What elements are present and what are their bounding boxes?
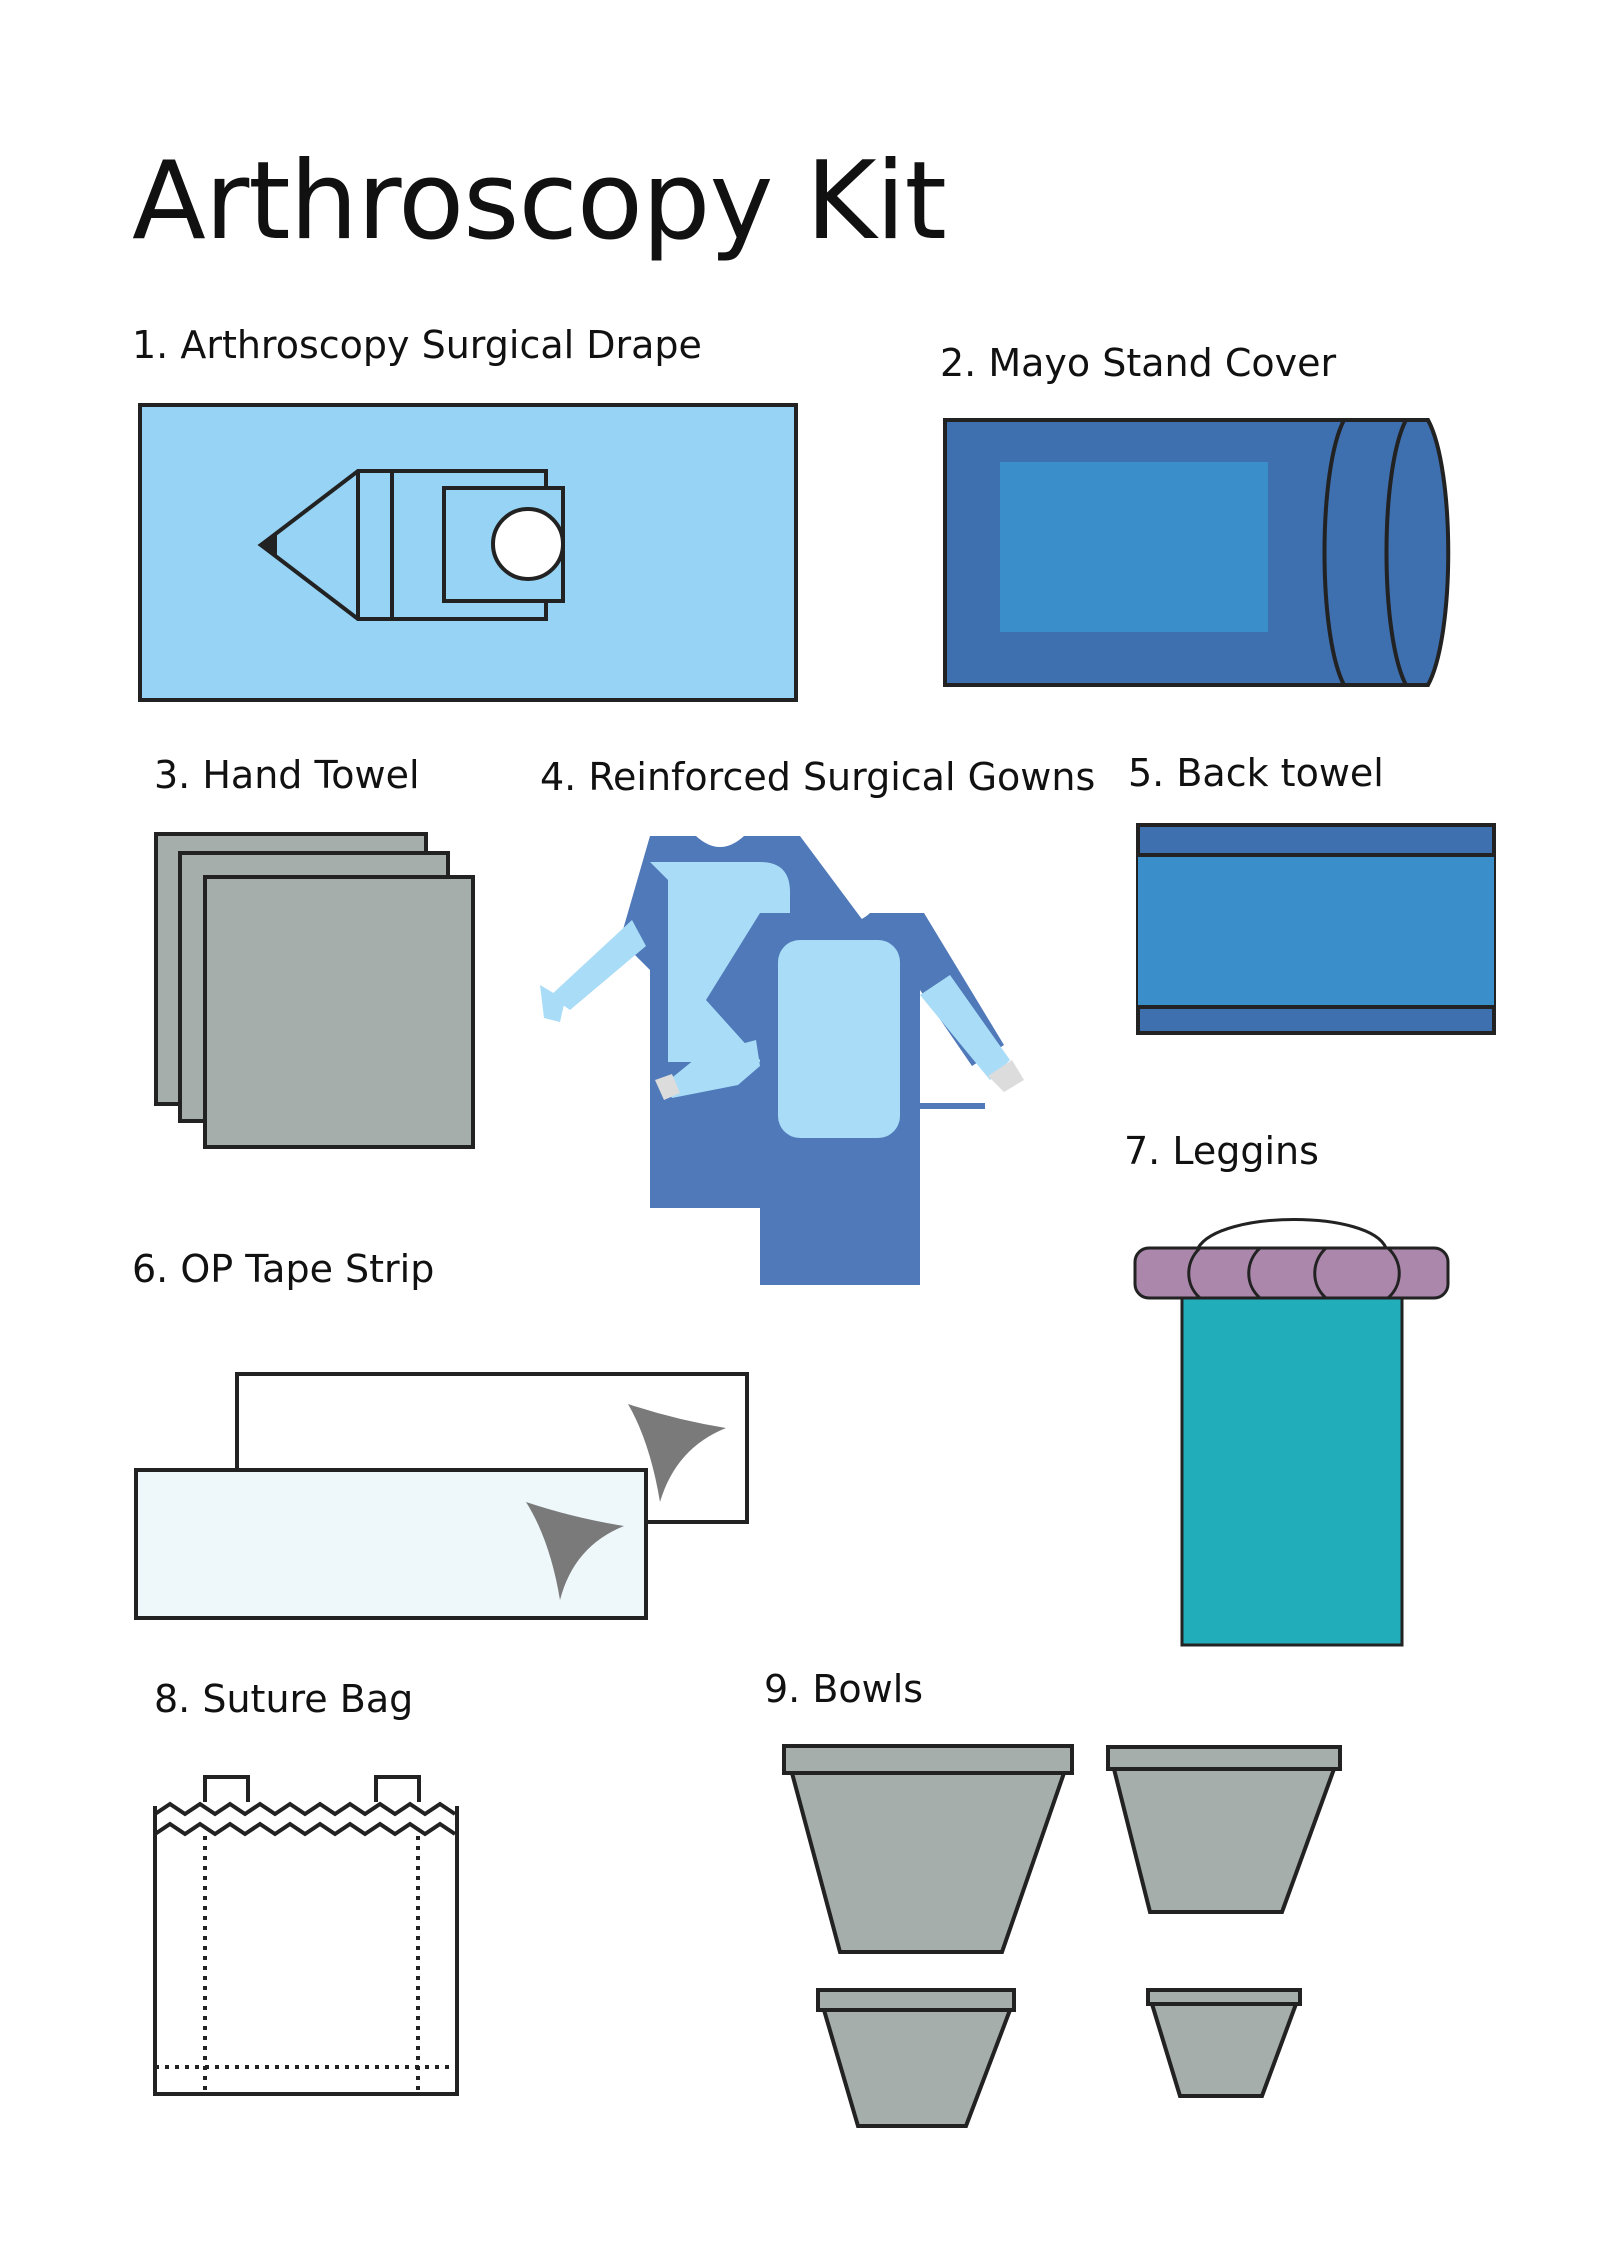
arthroscopy-drape-illustration	[138, 403, 798, 702]
label-back-towel: 5. Back towel	[1128, 751, 1384, 795]
suture-bag-illustration	[153, 1775, 459, 2096]
label-mayo-stand-cover: 2. Mayo Stand Cover	[940, 341, 1337, 385]
back-towel-illustration	[1136, 823, 1496, 1035]
label-arthroscopy-drape: 1. Arthroscopy Surgical Drape	[132, 323, 702, 367]
label-op-tape-strip: 6. OP Tape Strip	[132, 1247, 435, 1291]
label-leggins: 7. Leggins	[1124, 1129, 1319, 1173]
label-surgical-gowns: 4. Reinforced Surgical Gowns	[540, 755, 1096, 799]
label-bowls: 9. Bowls	[764, 1667, 924, 1711]
op-tape-strip-illustration	[134, 1372, 749, 1620]
bowls-illustration	[782, 1744, 1342, 2128]
mayo-stand-cover-illustration	[943, 418, 1451, 687]
page-title: Arthroscopy Kit	[132, 139, 947, 264]
label-suture-bag: 8. Suture Bag	[154, 1677, 414, 1721]
hand-towel-illustration	[154, 832, 475, 1149]
surgical-gowns-illustration	[540, 836, 1024, 1285]
leggins-illustration	[1133, 1218, 1450, 1647]
label-hand-towel: 3. Hand Towel	[154, 753, 420, 797]
